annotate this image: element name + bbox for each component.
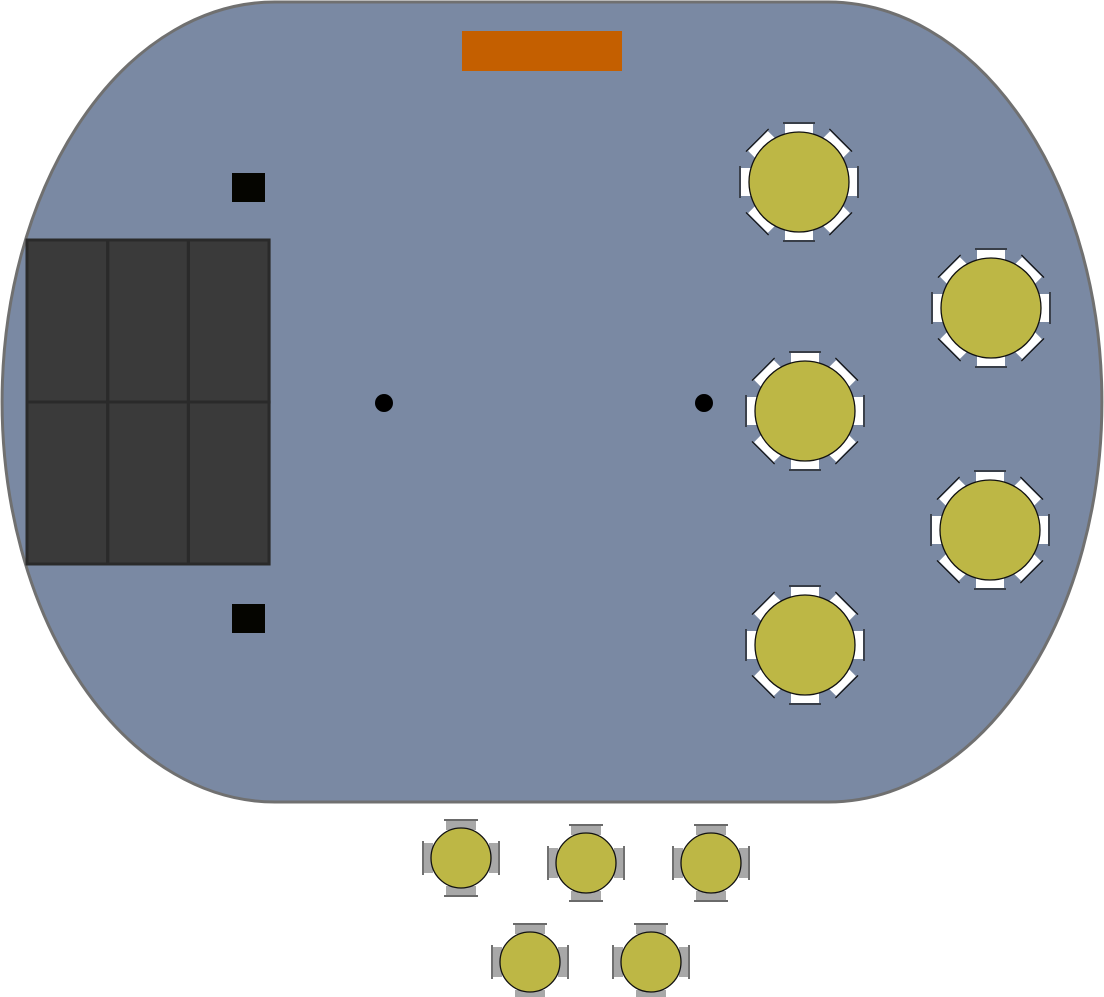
chair[interactable]	[931, 292, 943, 324]
chair[interactable]	[751, 591, 782, 622]
chair[interactable]	[745, 629, 757, 661]
table-top[interactable]	[680, 832, 742, 894]
chair[interactable]	[1039, 292, 1051, 324]
chair[interactable]	[491, 945, 502, 979]
round-table-8-seat[interactable]	[931, 248, 1051, 368]
round-table-8-seat[interactable]	[739, 122, 859, 242]
chair[interactable]	[936, 553, 967, 584]
chair[interactable]	[751, 357, 782, 388]
chair[interactable]	[975, 356, 1007, 368]
table-top[interactable]	[754, 360, 856, 462]
chair[interactable]	[489, 841, 500, 875]
chair[interactable]	[937, 254, 968, 285]
entrance-door[interactable]	[462, 31, 622, 71]
round-table-4-seat[interactable]	[612, 923, 690, 997]
round-table-4-seat[interactable]	[547, 824, 625, 902]
chair[interactable]	[751, 434, 782, 465]
chair[interactable]	[745, 205, 776, 236]
tables	[422, 122, 1051, 997]
chair[interactable]	[547, 846, 558, 880]
chair[interactable]	[679, 945, 690, 979]
chair[interactable]	[672, 846, 683, 880]
chair[interactable]	[783, 122, 815, 134]
chair[interactable]	[783, 230, 815, 242]
chair[interactable]	[569, 824, 603, 835]
chair[interactable]	[513, 923, 547, 934]
table-top[interactable]	[430, 827, 492, 889]
chair[interactable]	[1014, 254, 1045, 285]
chair[interactable]	[930, 514, 942, 546]
chair[interactable]	[694, 824, 728, 835]
chair[interactable]	[745, 128, 776, 159]
chair[interactable]	[974, 470, 1006, 482]
chair[interactable]	[828, 434, 859, 465]
chair[interactable]	[853, 629, 865, 661]
chair[interactable]	[1038, 514, 1050, 546]
table-top[interactable]	[555, 832, 617, 894]
chair[interactable]	[975, 248, 1007, 260]
stage[interactable]	[25, 238, 271, 566]
chair[interactable]	[422, 841, 433, 875]
chair[interactable]	[612, 945, 623, 979]
table-top[interactable]	[499, 931, 561, 993]
chair[interactable]	[789, 693, 821, 705]
chair[interactable]	[751, 668, 782, 699]
round-table-8-seat[interactable]	[745, 585, 865, 705]
chair[interactable]	[828, 668, 859, 699]
speaker-bottom[interactable]	[232, 604, 265, 633]
chair[interactable]	[444, 819, 478, 830]
table-top[interactable]	[620, 931, 682, 993]
stage-panel	[186, 400, 271, 566]
pillar-left	[375, 394, 393, 412]
chair[interactable]	[1013, 476, 1044, 507]
table-top[interactable]	[939, 479, 1041, 581]
pillar-right	[695, 394, 713, 412]
round-table-8-seat[interactable]	[745, 351, 865, 471]
round-table-4-seat[interactable]	[491, 923, 569, 997]
chair[interactable]	[853, 395, 865, 427]
chair[interactable]	[789, 459, 821, 471]
chair[interactable]	[739, 166, 751, 198]
chair[interactable]	[558, 945, 569, 979]
chair[interactable]	[828, 357, 859, 388]
round-table-8-seat[interactable]	[930, 470, 1050, 590]
chair[interactable]	[569, 891, 603, 902]
chair[interactable]	[847, 166, 859, 198]
round-table-4-seat[interactable]	[672, 824, 750, 902]
round-table-4-seat[interactable]	[422, 819, 500, 897]
table-top[interactable]	[748, 131, 850, 233]
chair[interactable]	[822, 128, 853, 159]
chair[interactable]	[1013, 553, 1044, 584]
chair[interactable]	[634, 990, 668, 997]
chair[interactable]	[745, 395, 757, 427]
table-top[interactable]	[940, 257, 1042, 359]
table-top[interactable]	[754, 594, 856, 696]
chair[interactable]	[444, 886, 478, 897]
chair[interactable]	[1014, 331, 1045, 362]
chair[interactable]	[739, 846, 750, 880]
speaker-top[interactable]	[232, 173, 265, 202]
chair[interactable]	[828, 591, 859, 622]
chair[interactable]	[789, 351, 821, 363]
chair[interactable]	[789, 585, 821, 597]
chair[interactable]	[614, 846, 625, 880]
chair[interactable]	[513, 990, 547, 997]
chair[interactable]	[937, 331, 968, 362]
chair[interactable]	[822, 205, 853, 236]
chair[interactable]	[974, 578, 1006, 590]
chair[interactable]	[936, 476, 967, 507]
chair[interactable]	[634, 923, 668, 934]
chair[interactable]	[694, 891, 728, 902]
